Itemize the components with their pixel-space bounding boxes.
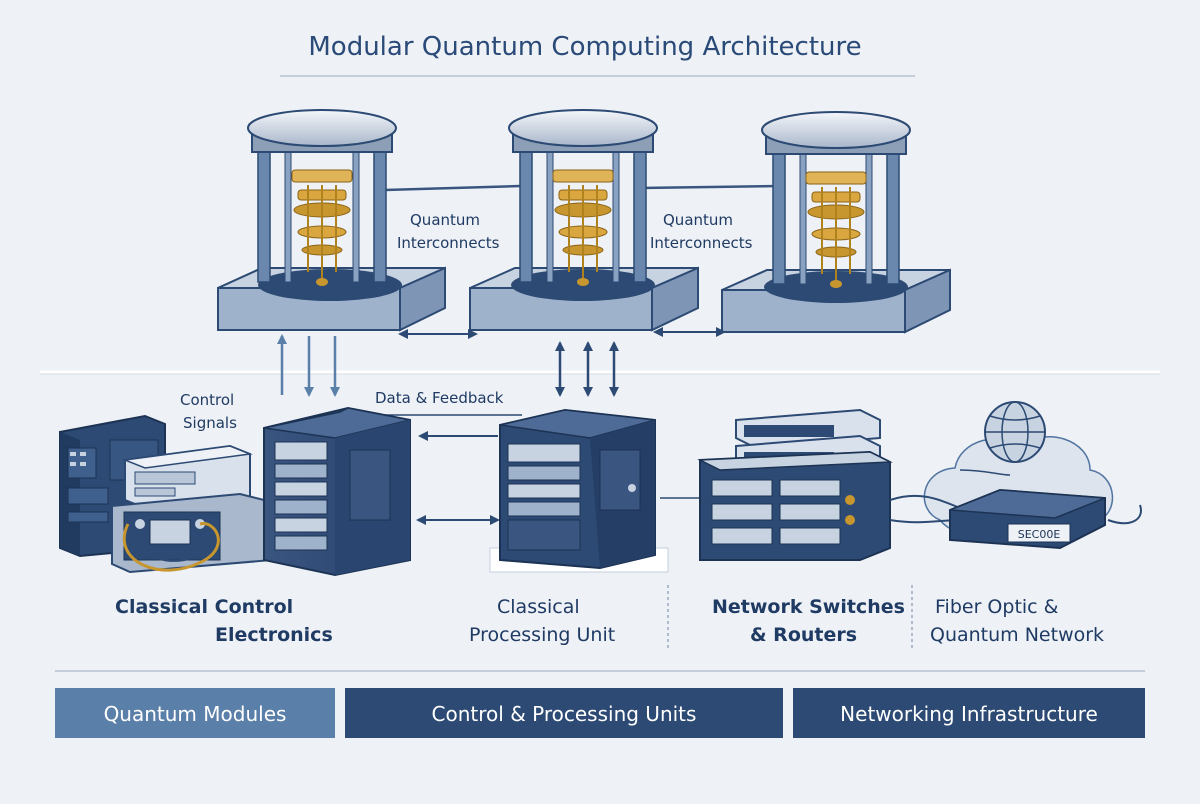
caption-processing-unit: Classical Processing Unit [469, 596, 615, 646]
caption-classical-control: Classical Control Electronics [115, 596, 333, 646]
control-signals-label: Control Signals [180, 391, 239, 432]
interconnect-line-right [639, 184, 781, 190]
diagram-title: Modular Quantum Computing Architecture [308, 32, 861, 62]
category-label-networking: Networking Infrastructure [840, 702, 1098, 726]
router-display-text: SEC00E [1018, 528, 1061, 541]
classical-processing-unit [489, 408, 669, 573]
category-label-quantum-modules: Quantum Modules [104, 702, 287, 726]
quantum-module-3 [721, 111, 951, 334]
interconnect-line-left [384, 184, 521, 192]
quantum-module-1 [217, 109, 446, 332]
category-bar-control-processing: Control & Processing Units [345, 688, 783, 738]
network-switches-routers [697, 408, 893, 561]
interconnect-label-right: Quantum Interconnects [650, 211, 753, 252]
category-label-control-processing: Control & Processing Units [432, 702, 697, 726]
interconnect-label-left: Quantum Interconnects [397, 211, 500, 252]
classical-control-electronics [59, 414, 273, 574]
category-bar-quantum-modules: Quantum Modules [55, 688, 335, 738]
control-server-rack [263, 406, 411, 577]
fiber-quantum-network: SEC00E [889, 401, 1142, 550]
quantum-module-2 [469, 109, 699, 332]
category-bar-networking: Networking Infrastructure [793, 688, 1145, 738]
data-feedback-label: Data & Feedback [375, 389, 504, 407]
caption-fiber-optic: Fiber Optic & Quantum Network [930, 596, 1104, 646]
caption-network-switches: Network Switches & Routers [712, 596, 912, 646]
